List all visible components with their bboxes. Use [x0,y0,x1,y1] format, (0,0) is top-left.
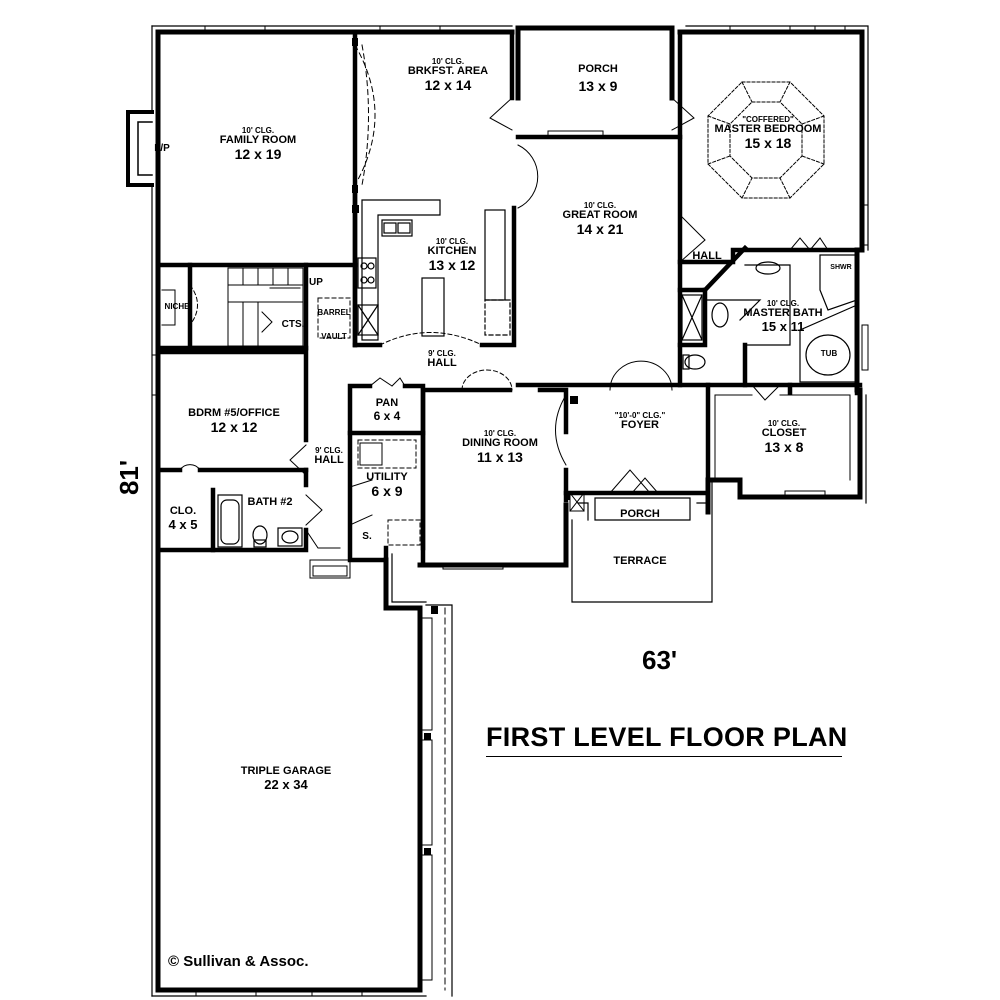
room-name: TRIPLE GARAGE [240,765,332,777]
ceiling-label: 10' CLG. [766,299,800,308]
room-size: 12 x 12 [210,418,258,435]
plan-title: FIRST LEVEL FLOOR PLAN [486,722,848,752]
room-great-room: 10' CLG. GREAT ROOM 14 x 21 [562,201,638,237]
s-label: S. [362,531,372,542]
room-size: 6 x 9 [371,482,403,499]
room-size: 13 x 8 [764,438,804,455]
room-name: PORCH [578,63,618,75]
width-dimension: 63' [642,645,678,675]
ceiling-label: 10' CLG. [435,237,469,246]
room-name: CLO. [169,505,197,517]
ceiling-label: 10' CLG. [431,57,465,66]
exterior-wall-outline [151,25,869,997]
vault-label: VAULT [321,332,347,341]
ceiling-label: 9' CLG. [428,349,456,358]
room-name: UTILITY [366,471,408,483]
room-size: 6 x 4 [373,408,401,423]
ceiling-label: "10'-0" CLG." [614,411,666,420]
coffered-ceiling [707,81,825,199]
ceiling-label: 9' CLG. [315,446,343,455]
ceiling-label: 10' CLG. [767,419,801,428]
bath-fixtures [681,254,858,383]
room-size: 12 x 19 [234,145,282,162]
room-utility: UTILITY 6 x 9 [366,471,408,499]
room-name: FOYER [621,419,659,432]
ceiling-label: 10' CLG. [483,429,517,438]
title-underline [486,756,842,757]
room-name: GREAT ROOM [562,209,638,222]
room-name: PAN [375,397,399,409]
room-size: 13 x 12 [428,256,476,273]
depth-dimension: 81' [114,459,145,496]
exterior-walls [155,25,865,993]
room-size: 14 x 21 [576,220,624,237]
room-porch-top: PORCH 13 x 9 [578,63,618,94]
bath-2-label: BATH #2 [247,496,293,508]
terrace [571,479,713,603]
left-hall: 9' CLG. HALL [314,446,344,467]
master-hall-label: HALL [692,250,722,262]
ceiling-label: "COFFERED" [742,115,794,124]
room-name: MASTER BEDROOM [714,123,822,136]
room-master-bath: 10' CLG. MASTER BATH 15 x 11 [743,299,823,334]
room-size: 12 x 14 [424,76,472,93]
fireplace-label: F/P [154,143,170,154]
room-name: DINING ROOM [462,437,538,450]
barrel-label: BARREL [317,308,351,317]
tub-label: TUB [820,349,838,358]
room-name: BRKFST. AREA [407,65,489,78]
door-swings [179,44,829,549]
cts-label: CTS. [281,319,305,330]
room-name: MASTER BATH [743,307,823,320]
room-pantry: PAN 6 x 4 [373,397,401,423]
room-clo: CLO. 4 x 5 [168,505,198,532]
room-name: CLOSET [761,427,807,440]
stairs [227,267,304,347]
room-name: FAMILY ROOM [219,134,297,147]
center-hall: 9' CLG. HALL [427,349,457,370]
room-family-room: 10' CLG. FAMILY ROOM 12 x 19 [219,126,297,162]
copyright: © Sullivan & Assoc. [168,953,309,970]
room-name: HALL [314,454,344,467]
room-master-bedroom: "COFFERED" MASTER BEDROOM 15 x 18 [714,115,822,151]
room-size: 4 x 5 [168,516,198,532]
niche-label: NICHE [164,302,190,311]
ceiling-label: 10' CLG. [241,126,275,135]
kitchen-counters [357,199,511,341]
room-bdrm-5-office: BDRM #5/OFFICE 12 x 12 [188,407,280,435]
room-size: 15 x 11 [761,318,805,334]
room-name: KITCHEN [427,245,477,258]
windows [151,25,869,997]
room-size: 22 x 34 [264,776,308,792]
room-size: 13 x 9 [578,77,618,94]
interior-walls [155,29,863,568]
room-size: 11 x 13 [477,448,523,465]
room-size: 15 x 18 [744,134,792,151]
front-porch-label: PORCH [620,508,660,520]
room-triple-garage: TRIPLE GARAGE 22 x 34 [240,765,332,792]
fireplace-outline [126,110,154,187]
shower-label: SHWR [830,264,852,271]
stairs-up-label: UP [309,277,323,288]
room-foyer: "10'-0" CLG." FOYER [614,411,666,432]
room-dining-room: 10' CLG. DINING ROOM 11 x 13 [462,429,538,465]
ceiling-label: 10' CLG. [583,201,617,210]
room-closet: 10' CLG. CLOSET 13 x 8 [761,419,807,455]
room-name: BDRM #5/OFFICE [188,407,280,419]
room-breakfast-area: 10' CLG. BRKFST. AREA 12 x 14 [407,57,489,93]
terrace-label: TERRACE [613,555,667,567]
room-name: HALL [427,357,457,370]
room-kitchen: 10' CLG. KITCHEN 13 x 12 [427,237,477,273]
